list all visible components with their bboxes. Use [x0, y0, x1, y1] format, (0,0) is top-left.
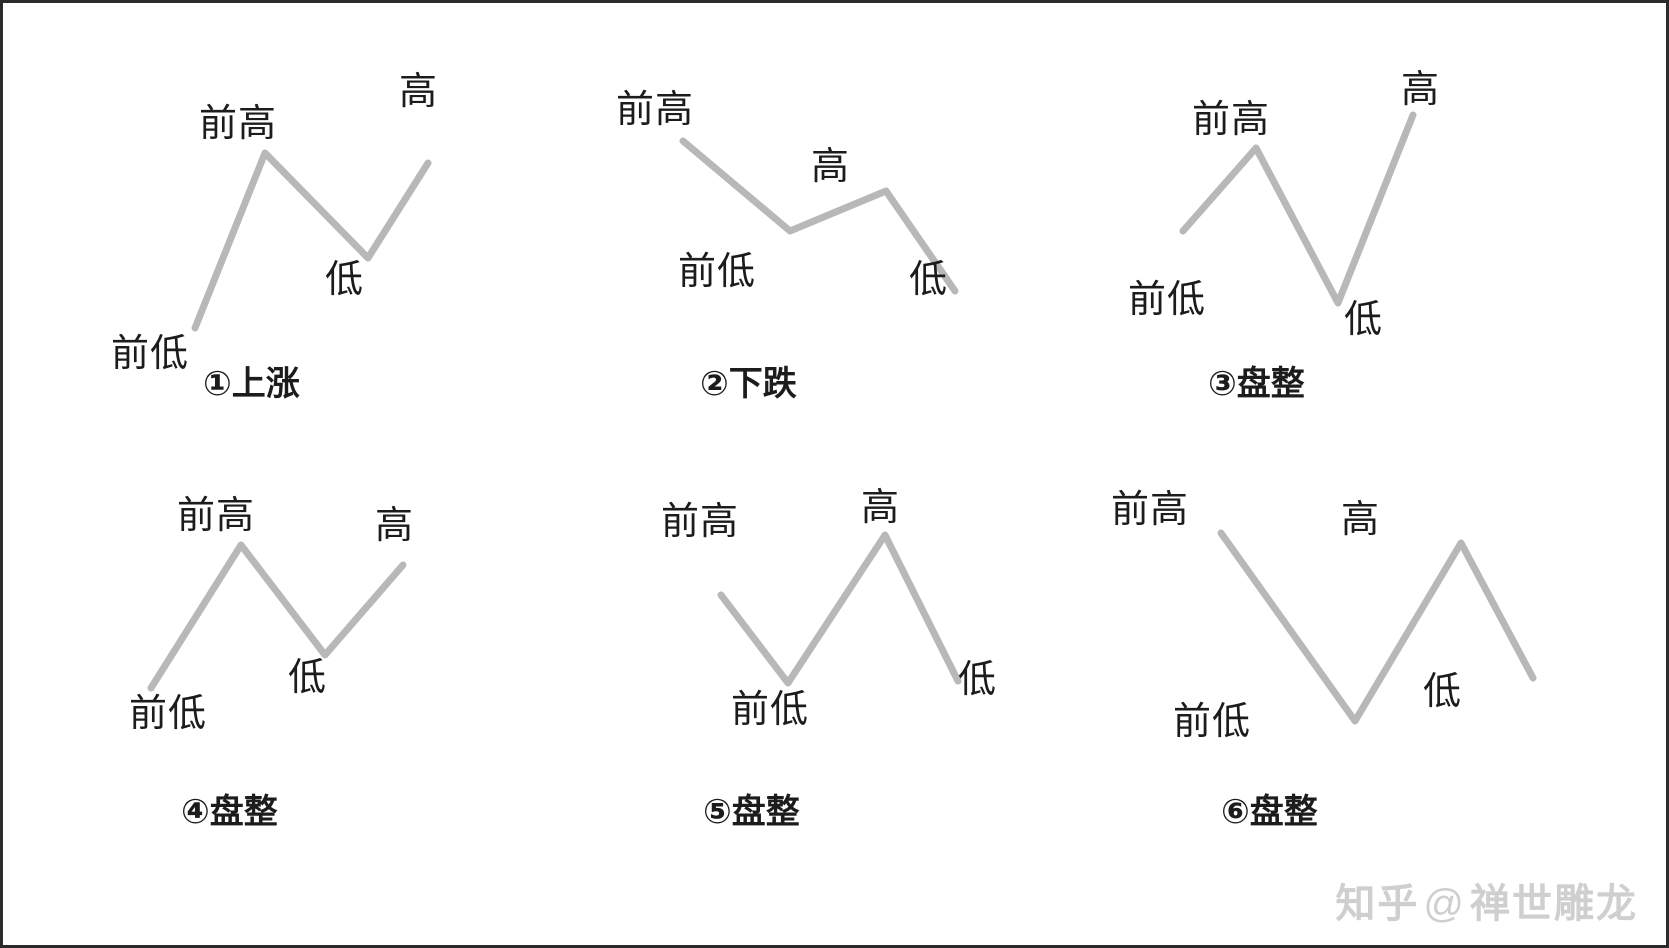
- trend-polyline: [717, 531, 962, 687]
- point-label-prev-high: 前高: [1111, 489, 1190, 531]
- watermark-user: 禅世雕龙: [1470, 882, 1638, 926]
- pattern-panel-5: 前高 前低 高 低 ⑤盘整: [613, 483, 1033, 843]
- trend-polyline: [1179, 111, 1417, 307]
- polyline-chart-6: [1217, 529, 1537, 725]
- pattern-panel-2: 前高 前低 高 低 ②下跌: [598, 63, 1018, 423]
- point-label-high: 高: [1341, 499, 1381, 541]
- point-label-high: 高: [861, 487, 901, 529]
- polyline-chart-1: [191, 149, 432, 332]
- point-label-high: 高: [399, 71, 439, 113]
- point-label-prev-low: 前低: [129, 693, 208, 735]
- pattern-panel-6: 前高 前低 高 低 ⑥盘整: [1093, 483, 1553, 843]
- pattern-panel-4: 前低 前高 低 高 ④盘整: [113, 483, 533, 843]
- polyline-chart-2: [679, 137, 959, 295]
- pattern-panel-1: 前低 前高 低 高 ①上涨: [103, 63, 523, 423]
- polyline-chart-3: [1179, 111, 1417, 307]
- panel-caption-2: ②下跌: [700, 365, 797, 403]
- panel-caption-5: ⑤盘整: [703, 793, 800, 831]
- point-label-low: 低: [1344, 299, 1384, 341]
- point-label-prev-high: 前高: [616, 89, 695, 131]
- panel-caption-1: ①上涨: [203, 365, 300, 403]
- point-label-low: 低: [1423, 671, 1463, 713]
- point-label-high: 高: [811, 146, 851, 188]
- point-label-low: 低: [325, 259, 365, 301]
- point-label-prev-low: 前低: [1173, 701, 1252, 743]
- point-label-prev-high: 前高: [1192, 99, 1271, 141]
- point-label-prev-low: 前低: [678, 251, 757, 293]
- point-label-prev-high: 前高: [199, 103, 278, 145]
- panel-caption-4: ④盘整: [181, 793, 278, 831]
- point-label-low: 低: [288, 657, 328, 699]
- point-label-high: 高: [375, 505, 415, 547]
- trend-polyline: [1217, 529, 1537, 725]
- pattern-panel-3: 前低 前高 低 高 ③盘整: [1108, 63, 1538, 423]
- point-label-low: 低: [958, 659, 998, 701]
- watermark: 知乎@禅世雕龙: [1335, 871, 1638, 929]
- trend-polyline: [191, 149, 432, 332]
- point-label-high: 高: [1401, 69, 1441, 111]
- point-label-low: 低: [909, 259, 949, 301]
- point-label-prev-low: 前低: [1128, 279, 1207, 321]
- trend-polyline: [679, 137, 959, 295]
- watermark-at: @: [1423, 882, 1466, 926]
- trend-polyline: [147, 541, 407, 692]
- point-label-prev-low: 前低: [111, 333, 190, 375]
- point-label-prev-low: 前低: [731, 689, 810, 731]
- polyline-chart-5: [717, 531, 962, 687]
- point-label-prev-high: 前高: [661, 501, 740, 543]
- point-label-prev-high: 前高: [177, 495, 256, 537]
- watermark-site: 知乎: [1335, 882, 1420, 926]
- polyline-chart-4: [147, 541, 407, 692]
- panel-caption-3: ③盘整: [1208, 365, 1305, 403]
- panel-caption-6: ⑥盘整: [1221, 793, 1318, 831]
